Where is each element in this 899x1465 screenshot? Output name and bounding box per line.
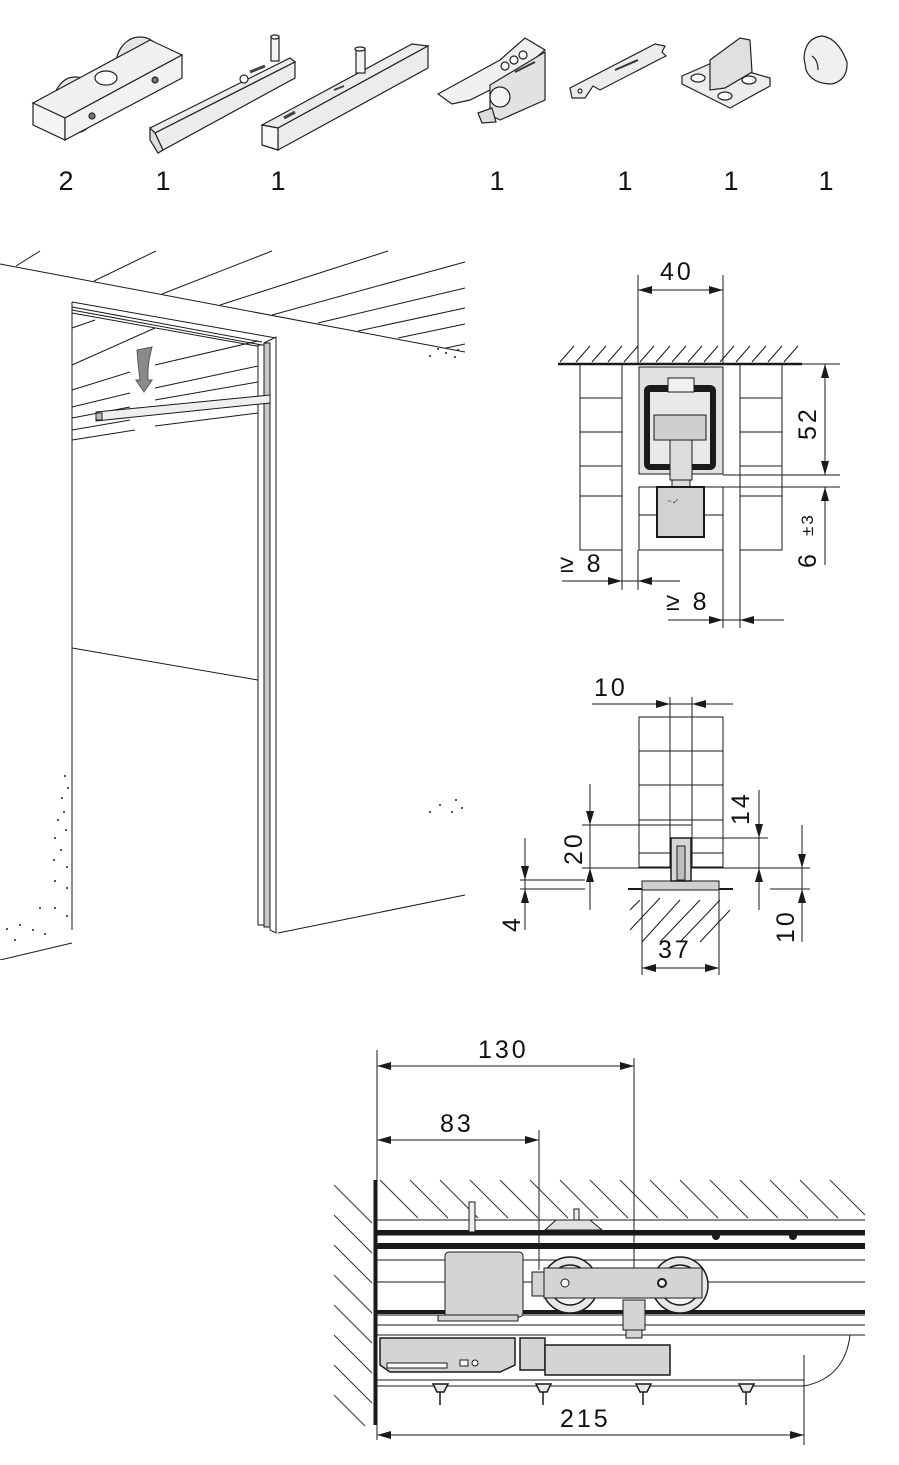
damper-body [444, 1251, 524, 1318]
dim-outer: 130 [478, 1036, 529, 1064]
part-quantity: 1 [723, 166, 739, 196]
part-quantity: 2 [58, 166, 74, 196]
dim-inner: 83 [440, 1110, 474, 1138]
track-side-view: 130 83 215 [320, 1020, 880, 1465]
dim-base-width: 37 [658, 936, 692, 964]
parts-illustrations [31, 34, 848, 154]
cross-section-drawing: ~✓ [558, 275, 840, 628]
dim-plate-thickness: 4 [498, 915, 526, 932]
part-quantity: 1 [489, 166, 505, 196]
carriage-roller-icon [31, 36, 184, 141]
dim-floor-offset: 10 [772, 909, 800, 943]
activator-clip-icon [436, 37, 547, 124]
floor-guide-section: 10 14 20 4 10 37 [490, 660, 820, 990]
dim-right-clearance: ≥ 8 [666, 588, 710, 616]
dim-guide-height: 14 [727, 791, 755, 825]
guide-plate [641, 880, 720, 891]
adjustment-wrench-icon [569, 43, 668, 99]
part-quantity: 1 [617, 166, 633, 196]
mounting-screws [431, 1383, 756, 1405]
dim-total: 215 [560, 1405, 611, 1433]
damper-track-left-icon [148, 34, 297, 154]
wall-texture [6, 348, 463, 941]
side-view-drawing [333, 1050, 866, 1445]
part-quantity: 1 [818, 166, 834, 196]
damper-track-right-icon [260, 43, 430, 152]
part-quantity: 1 [155, 166, 171, 196]
ceiling-hatch [379, 1179, 866, 1219]
carriage-plate [543, 1267, 703, 1299]
parts-list: 2 1 1 1 1 1 1 [0, 0, 899, 210]
part-quantity: 1 [270, 166, 286, 196]
dim-overlap: 20 [560, 831, 588, 865]
dim-height: 52 [794, 406, 822, 440]
wall-hatch [333, 1184, 373, 1427]
floor-guide-drawing [520, 697, 810, 975]
dim-slot-width: 10 [594, 674, 628, 702]
insert-arrow-icon [135, 346, 153, 393]
track-cross-section: ~✓ 40 52 6 ±3 ≥ 8 ≥ 8 [540, 250, 870, 650]
dim-gap-tolerance: ±3 [798, 513, 817, 536]
stopper-buffer-icon [803, 35, 848, 85]
floor-guide-icon [681, 37, 771, 109]
dim-gap: 6 [794, 551, 822, 568]
track-profile: ~✓ [638, 366, 724, 538]
svg-text:~✓: ~✓ [667, 497, 679, 506]
dim-width: 40 [660, 258, 694, 286]
room-illustration [0, 250, 466, 960]
installation-perspective [0, 240, 480, 960]
dim-left-clearance: ≥ 8 [560, 550, 604, 578]
